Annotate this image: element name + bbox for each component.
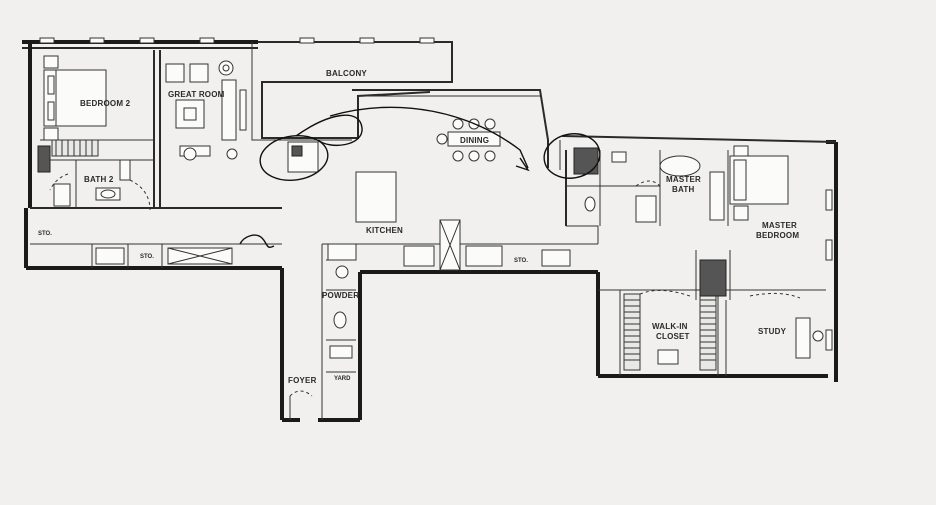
label-master-bedroom-2: BEDROOM (756, 231, 799, 240)
window-marks (39, 37, 833, 351)
label-sto-right: STO. (514, 258, 528, 264)
label-master-bath-2: BATH (672, 185, 694, 194)
label-walk-in-1: WALK-IN (652, 322, 688, 331)
label-master-bath-1: MASTER (666, 175, 701, 184)
exterior-walls (22, 40, 838, 422)
label-sto-left-lower: STO. (140, 254, 154, 260)
label-master-bedroom-1: MASTER (762, 221, 797, 230)
hand-sketch (259, 106, 601, 181)
label-foyer: FOYER (288, 376, 317, 385)
master-bed (729, 145, 789, 221)
label-kitchen: KITCHEN (366, 226, 403, 235)
walk-in-fixtures (623, 259, 727, 371)
room-labels: BALCONY BEDROOM 2 GREAT ROOM DINING BATH… (38, 69, 799, 385)
storage-cabinets (95, 234, 571, 267)
label-yard: YARD (334, 376, 351, 382)
label-great-room: GREAT ROOM (168, 90, 225, 99)
study-desk (749, 292, 824, 359)
label-bath2: BATH 2 (84, 175, 114, 184)
label-sto-left-upper: STO. (38, 231, 52, 237)
label-balcony: BALCONY (326, 69, 367, 78)
label-powder: POWDER (322, 291, 359, 300)
kitchen-fixtures (287, 141, 503, 279)
bedroom2-furniture (37, 55, 107, 173)
label-study: STUDY (758, 327, 787, 336)
bath2-fixtures (49, 159, 151, 211)
label-bedroom2: BEDROOM 2 (80, 99, 131, 108)
label-walk-in-2: CLOSET (656, 332, 690, 341)
master-bath-fixtures (573, 147, 725, 223)
powder-fixtures (289, 311, 353, 420)
great-room-furniture (165, 60, 247, 161)
label-dining: DINING (460, 136, 489, 145)
dining-table (436, 118, 501, 162)
